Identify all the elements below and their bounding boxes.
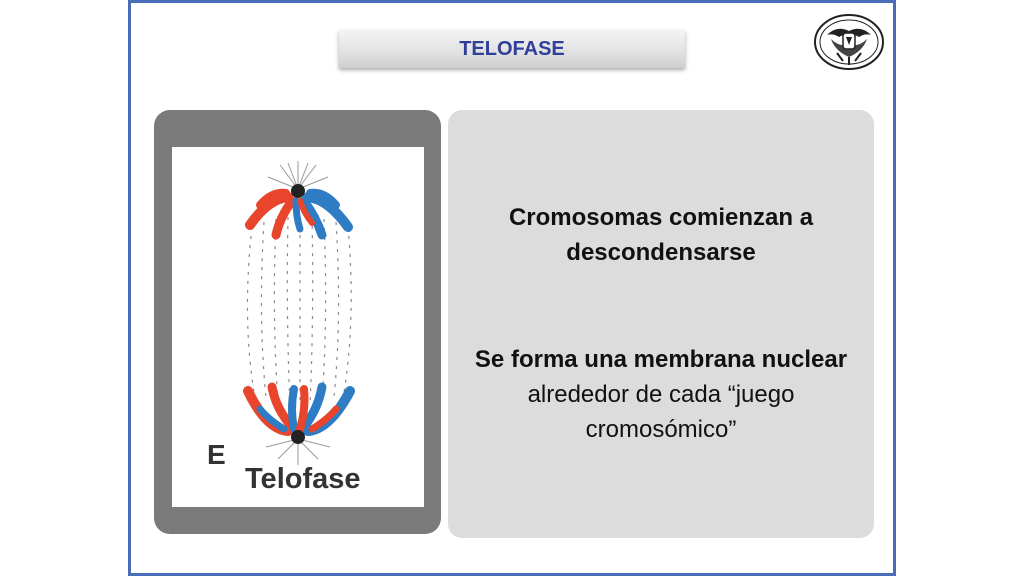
paragraph-bold-part: Se forma una membrana nuclear (474, 346, 848, 373)
telofase-illustration: E Telofase (172, 147, 424, 507)
slide-frame: TELOFASE (128, 0, 896, 576)
cell-division-drawing (243, 161, 355, 465)
slide-title: TELOFASE (459, 37, 565, 60)
text-panel: Cromosomas comienzan a descondensarse Se… (448, 110, 874, 538)
university-seal-icon (813, 13, 885, 71)
figure-letter: E (207, 439, 226, 470)
title-banner: TELOFASE (339, 30, 685, 68)
paragraph-descondensacion: Cromosomas comienzan a descondensarse (508, 204, 814, 266)
paragraph-membrana-nuclear: Se forma una membrana nuclear alrededor … (468, 342, 854, 447)
figure-caption: Telofase (245, 463, 361, 495)
paragraph-rest-part: alrededor de cada “juego cromosómico” (527, 381, 795, 443)
image-panel: E Telofase (154, 110, 441, 534)
